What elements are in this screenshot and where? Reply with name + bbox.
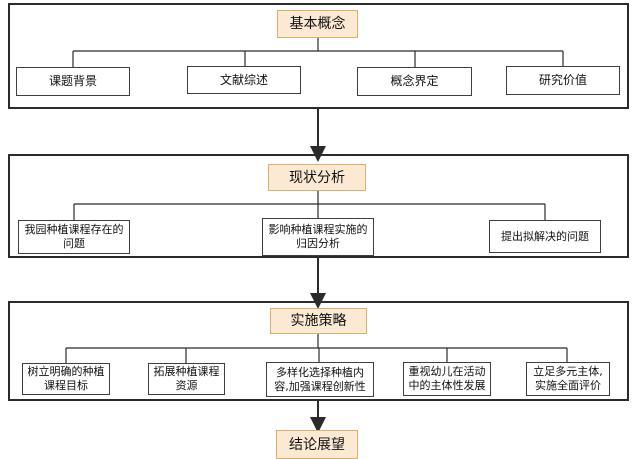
implementation-section [8,301,629,401]
strategy-item-goals: 树立明确的种植课程目标 [22,363,110,395]
concept-item-definition: 概念界定 [357,67,472,96]
basic-concepts-title: 基本概念 [277,10,358,38]
strategy-item-evaluation-text: 立足多元主体,实施全面评价 [533,365,603,392]
analysis-item-cause-text: 影响种植课程实施的归因分析 [268,223,368,250]
concept-item-value-text: 研究价值 [538,73,587,87]
analysis-item-problems: 我园种植课程存在的问题 [18,220,130,254]
strategy-item-child-agency: 重视幼儿在活动中的主体性发展 [403,362,491,396]
concept-item-literature-review-text: 文献综述 [219,72,268,87]
analysis-item-proposed-issues: 提出拟解决的问题 [489,220,601,253]
concept-item-value: 研究价值 [506,66,620,95]
status-analysis-title: 现状分析 [268,164,366,191]
status-analysis-section [8,154,629,258]
concept-item-literature-review: 文献综述 [187,66,301,94]
basic-concepts-section [8,3,629,109]
basic-concepts-title-text: 基本概念 [289,16,346,32]
analysis-item-proposed-issues-text: 提出拟解决的问题 [501,229,589,243]
implementation-title-text: 实施策略 [290,313,347,329]
strategy-item-evaluation: 立足多元主体,实施全面评价 [526,362,610,396]
strategy-item-child-agency-text: 重视幼儿在活动中的主体性发展 [408,365,486,392]
concept-item-background: 课题背景 [16,67,130,96]
conclusion-title: 结论展望 [276,430,358,459]
strategy-item-content-innovation-text: 多样化选择种植内容,加强课程创新性 [274,365,366,393]
concept-item-background-text: 课题背景 [48,74,97,88]
conclusion-title-text: 结论展望 [289,436,345,453]
status-analysis-title-text: 现状分析 [289,169,345,186]
implementation-title: 实施策略 [270,308,367,334]
strategy-item-resources-text: 拓展种植课程资源 [153,365,220,392]
analysis-item-cause: 影响种植课程实施的归因分析 [262,218,374,256]
strategy-item-content-innovation: 多样化选择种植内容,加强课程创新性 [266,362,374,397]
analysis-item-problems-text: 我园种植课程存在的问题 [24,223,124,250]
strategy-item-goals-text: 树立明确的种植课程目标 [27,365,105,392]
strategy-item-resources: 拓展种植课程资源 [148,363,225,395]
concept-item-definition-text: 概念界定 [390,74,439,88]
